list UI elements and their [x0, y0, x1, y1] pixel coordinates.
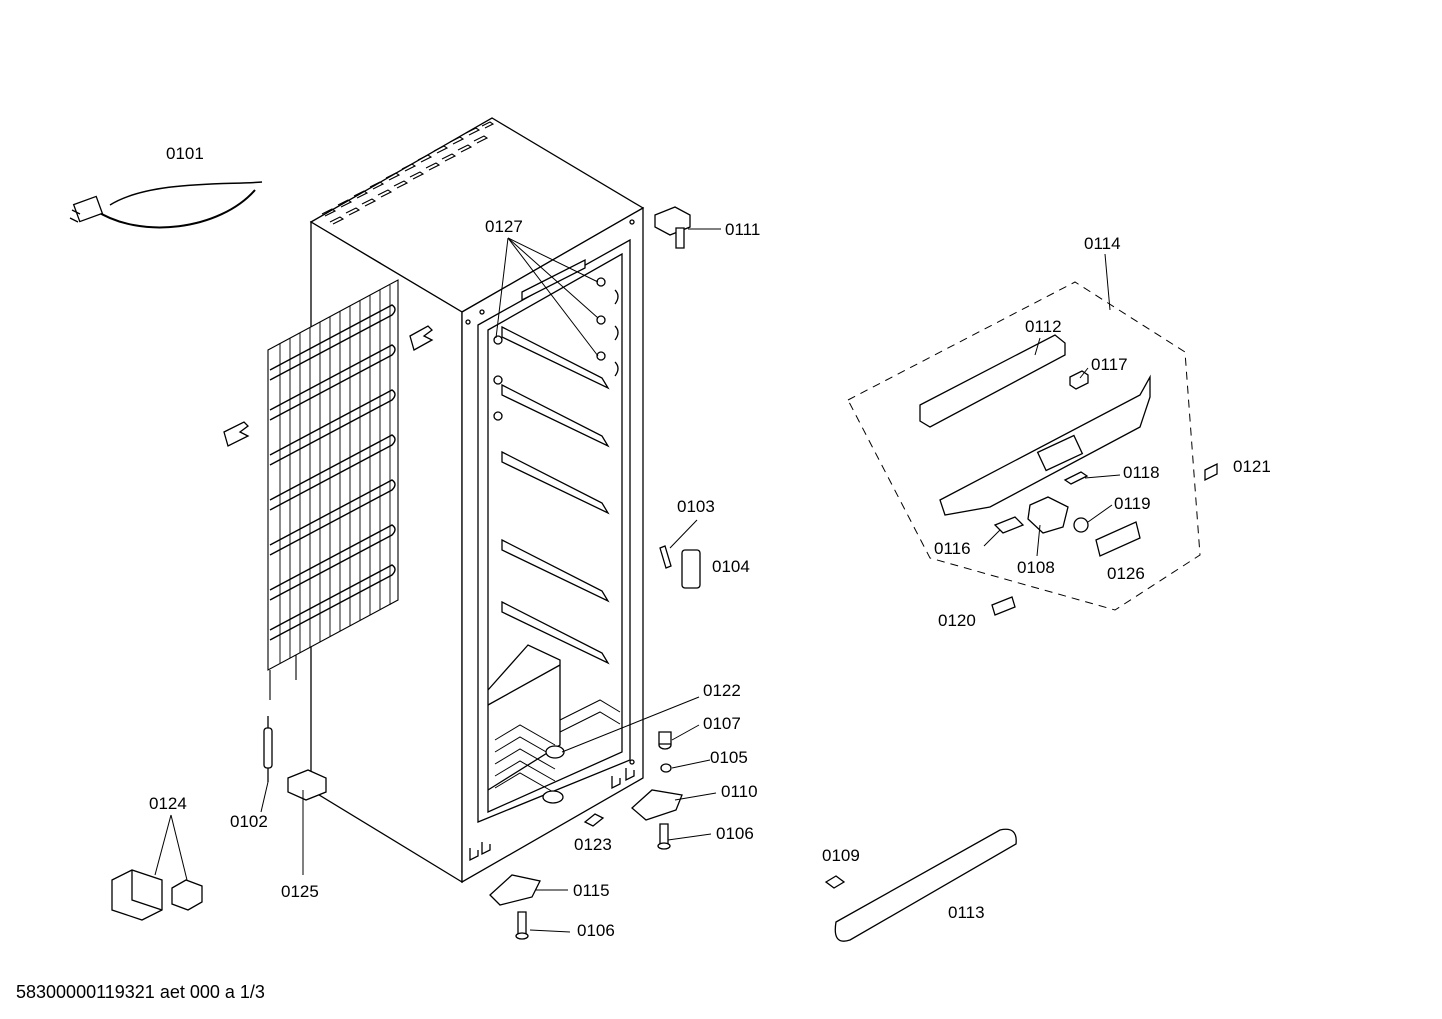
hinge-top [655, 207, 690, 248]
condenser [268, 280, 398, 700]
label-0109: 0109 [822, 846, 860, 865]
top-vent-slots [322, 122, 493, 224]
shelf-supports [502, 260, 608, 663]
label-0104: 0104 [712, 557, 750, 576]
label-0122: 0122 [703, 681, 741, 700]
condenser-clips [224, 326, 432, 446]
label-0114: 0114 [1084, 234, 1121, 253]
lower-right-parts [264, 716, 682, 939]
label-0125: 0125 [281, 882, 319, 901]
label-0102: 0102 [230, 812, 268, 831]
part-0104 [682, 550, 700, 588]
label-0120: 0120 [938, 611, 976, 630]
label-0103: 0103 [677, 497, 715, 516]
part-0112 [920, 335, 1065, 427]
label-0105: 0105 [710, 748, 748, 767]
label-0119: 0119 [1114, 494, 1151, 513]
label-0117: 0117 [1091, 355, 1128, 374]
part-0120 [992, 597, 1015, 615]
part-0113 [835, 829, 1016, 941]
part-0108 [1028, 497, 1068, 533]
part-0109 [826, 876, 844, 888]
label-0113: 0113 [948, 903, 985, 922]
label-0106-bottom: 0106 [577, 921, 615, 940]
label-0116: 0116 [934, 539, 971, 558]
power-cable [70, 182, 262, 227]
label-0112: 0112 [1025, 317, 1062, 336]
label-0101: 0101 [166, 144, 204, 163]
label-0111: 0111 [725, 220, 761, 239]
control-panel-group [848, 282, 1217, 615]
label-0106-right: 0106 [716, 824, 754, 843]
label-0107: 0107 [703, 714, 741, 733]
part-0119 [1074, 518, 1088, 532]
label-0124: 0124 [149, 794, 187, 813]
label-0126: 0126 [1107, 564, 1145, 583]
label-0121: 0121 [1233, 457, 1271, 476]
part-0124 [112, 870, 202, 920]
part-0118 [1065, 472, 1087, 484]
leader-lines [155, 229, 1120, 932]
label-0123: 0123 [574, 835, 612, 854]
label-0108: 0108 [1017, 558, 1055, 577]
part-0126 [1096, 522, 1140, 556]
hanger-pins [466, 220, 634, 764]
part-0114-frame [940, 377, 1150, 515]
label-0110: 0110 [721, 782, 758, 801]
part-0103 [660, 546, 671, 568]
bottom-ribs [495, 700, 620, 793]
label-0115: 0115 [573, 881, 610, 900]
label-0118: 0118 [1123, 463, 1160, 482]
part-0121 [1205, 464, 1217, 480]
document-id: 58300000119321 aet 000 a 1/3 [16, 982, 265, 1002]
label-0127: 0127 [485, 217, 523, 236]
part-0117 [1070, 371, 1088, 389]
